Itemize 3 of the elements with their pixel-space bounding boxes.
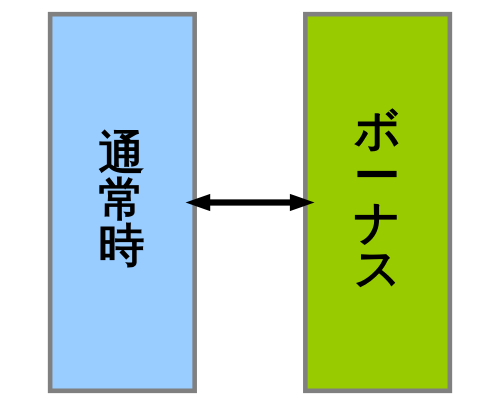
node-box: ボーナス xyxy=(302,12,452,394)
node-box: 通常時 xyxy=(47,12,196,394)
arrow xyxy=(185,194,314,212)
